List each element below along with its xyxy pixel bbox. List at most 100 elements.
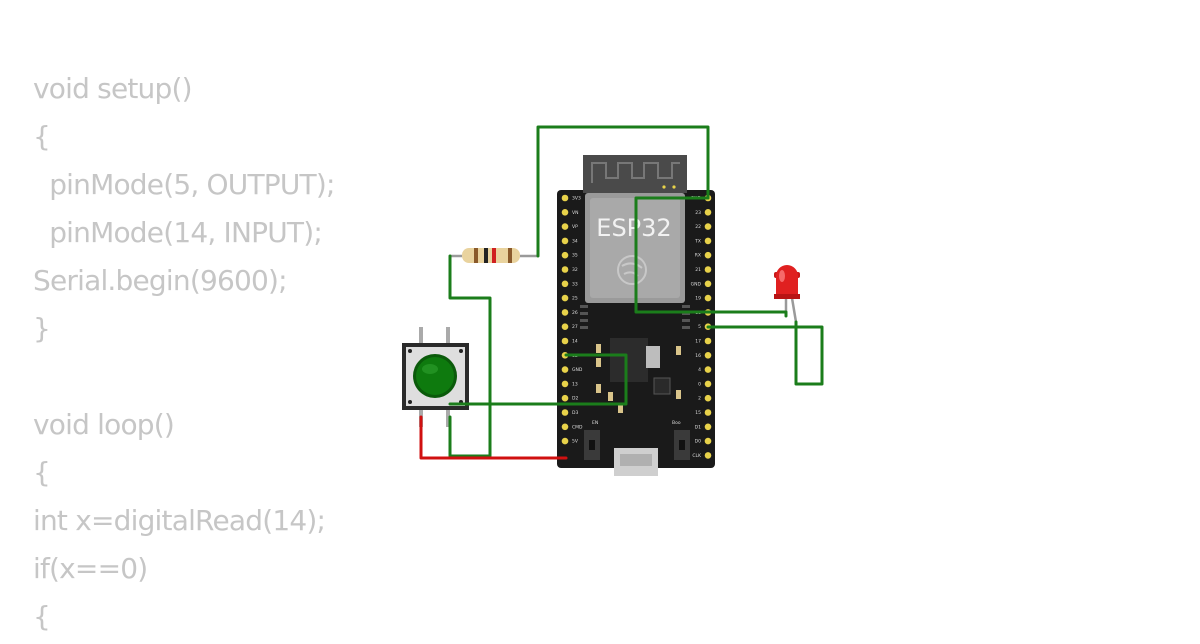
pin-label: 27 bbox=[572, 324, 578, 330]
pin-label: 34 bbox=[572, 238, 578, 244]
pin-label: 15 bbox=[695, 410, 701, 416]
antenna-trace bbox=[591, 162, 680, 183]
code-line: pinMode(5, OUTPUT); bbox=[33, 168, 335, 201]
pin-25[interactable] bbox=[561, 294, 569, 302]
pin-26[interactable] bbox=[561, 309, 569, 316]
code-listing: void setup() { pinMode(5, OUTPUT); pinMod… bbox=[33, 68, 335, 644]
antenna-area bbox=[583, 155, 687, 193]
pin-label: VP bbox=[572, 224, 578, 230]
pin-17[interactable] bbox=[704, 337, 712, 345]
pin-label: 21 bbox=[695, 267, 701, 273]
pin-clk[interactable] bbox=[704, 452, 712, 459]
pin-label: 14 bbox=[572, 339, 578, 345]
pin-label: 19 bbox=[695, 296, 701, 302]
code-line: Serial.begin(9600); bbox=[33, 264, 288, 297]
pin-14[interactable] bbox=[561, 337, 569, 345]
pin-5v[interactable] bbox=[561, 437, 569, 445]
pin-label: 5 bbox=[698, 324, 701, 330]
pin-27[interactable] bbox=[561, 323, 569, 331]
pin-label: RX bbox=[695, 253, 701, 259]
pin-label: 25 bbox=[572, 296, 578, 302]
pin-label: GND bbox=[572, 367, 583, 373]
wire-5v-to-button bbox=[419, 415, 568, 460]
pin-33[interactable] bbox=[561, 280, 569, 288]
pin-label: 5V bbox=[572, 439, 579, 445]
pin-21[interactable] bbox=[704, 266, 712, 273]
pin-label: 4 bbox=[698, 367, 701, 373]
pin-label: GND bbox=[691, 281, 702, 287]
pin-22[interactable] bbox=[704, 223, 712, 230]
pin-label: 33 bbox=[572, 281, 578, 287]
wire-gnd-to-led bbox=[634, 196, 788, 318]
pin-label: 32 bbox=[572, 267, 578, 273]
pin-d0[interactable] bbox=[704, 437, 712, 445]
pin-16[interactable] bbox=[704, 352, 712, 359]
code-line: { bbox=[33, 120, 51, 153]
button-cap[interactable] bbox=[416, 357, 454, 395]
pin-19[interactable] bbox=[704, 294, 712, 302]
pin-d2[interactable] bbox=[561, 394, 569, 402]
board-label: ESP32 bbox=[596, 214, 671, 242]
pin-gnd[interactable] bbox=[561, 366, 569, 373]
pin-label: 35 bbox=[572, 253, 578, 259]
led-body bbox=[776, 265, 798, 296]
esp32-board[interactable]: ESP32 EN Boo bbox=[557, 155, 715, 476]
resistor[interactable] bbox=[450, 248, 538, 263]
pin-tx[interactable] bbox=[704, 237, 712, 245]
pin-vp[interactable] bbox=[561, 223, 569, 230]
pin-label: TX bbox=[694, 238, 701, 244]
pin-0[interactable] bbox=[704, 380, 712, 388]
pin-15[interactable] bbox=[704, 409, 712, 416]
pin-label: 0 bbox=[698, 381, 701, 387]
pin-label: D3 bbox=[572, 410, 578, 416]
code-line: void loop() bbox=[33, 408, 175, 441]
wire-gpio5-to-led bbox=[706, 320, 824, 386]
pin-2[interactable] bbox=[704, 394, 712, 402]
en-label: EN bbox=[592, 420, 598, 426]
pin-d3[interactable] bbox=[561, 409, 569, 416]
code-line: int x=digitalRead(14); bbox=[33, 504, 326, 537]
pin-35[interactable] bbox=[561, 251, 569, 259]
pin-label: D1 bbox=[695, 424, 701, 430]
circuit-diagram: ESP32 EN Boo bbox=[402, 125, 824, 476]
pin-4[interactable] bbox=[704, 366, 712, 373]
pin-label: 17 bbox=[695, 339, 701, 345]
wire-resistor-to-gnd bbox=[536, 125, 710, 258]
pin-label: D0 bbox=[695, 439, 701, 445]
pin-label: D2 bbox=[572, 396, 578, 402]
pin-3v3[interactable] bbox=[561, 194, 569, 202]
usb-uart-chip bbox=[610, 338, 648, 382]
pin-label: CMD bbox=[572, 424, 583, 430]
code-line: } bbox=[33, 312, 51, 345]
pin-label: 26 bbox=[572, 310, 578, 316]
pin-label: CLK bbox=[692, 453, 702, 459]
pin-label: 16 bbox=[695, 353, 701, 359]
pin-32[interactable] bbox=[561, 266, 569, 273]
pin-cmd[interactable] bbox=[561, 423, 569, 431]
pin-label: 23 bbox=[695, 210, 701, 216]
boot-label: Boo bbox=[672, 420, 681, 426]
pin-label: VN bbox=[572, 210, 578, 216]
pin-gnd[interactable] bbox=[704, 280, 712, 288]
pin-label: 2 bbox=[698, 396, 701, 402]
pin-23[interactable] bbox=[704, 209, 712, 216]
pin-d1[interactable] bbox=[704, 423, 712, 431]
led[interactable] bbox=[774, 265, 800, 323]
wires bbox=[419, 125, 824, 460]
code-line: pinMode(14, INPUT); bbox=[33, 216, 323, 249]
push-button[interactable] bbox=[402, 327, 469, 427]
regulator bbox=[646, 346, 660, 368]
pin-34[interactable] bbox=[561, 237, 569, 245]
pin-13[interactable] bbox=[561, 380, 569, 388]
pin-label: 13 bbox=[572, 381, 578, 387]
code-line: void setup() bbox=[33, 72, 193, 105]
pin-label: 3V3 bbox=[572, 196, 581, 202]
pin-vn[interactable] bbox=[561, 209, 569, 216]
code-line: { bbox=[33, 456, 51, 489]
wire-button-to-gpio14 bbox=[448, 353, 628, 406]
wire-resistor-to-button bbox=[448, 254, 492, 458]
led-anode-leg bbox=[790, 297, 798, 323]
pin-rx[interactable] bbox=[704, 251, 712, 259]
code-line: if(x==0) bbox=[33, 552, 148, 585]
code-line: { bbox=[33, 600, 51, 633]
